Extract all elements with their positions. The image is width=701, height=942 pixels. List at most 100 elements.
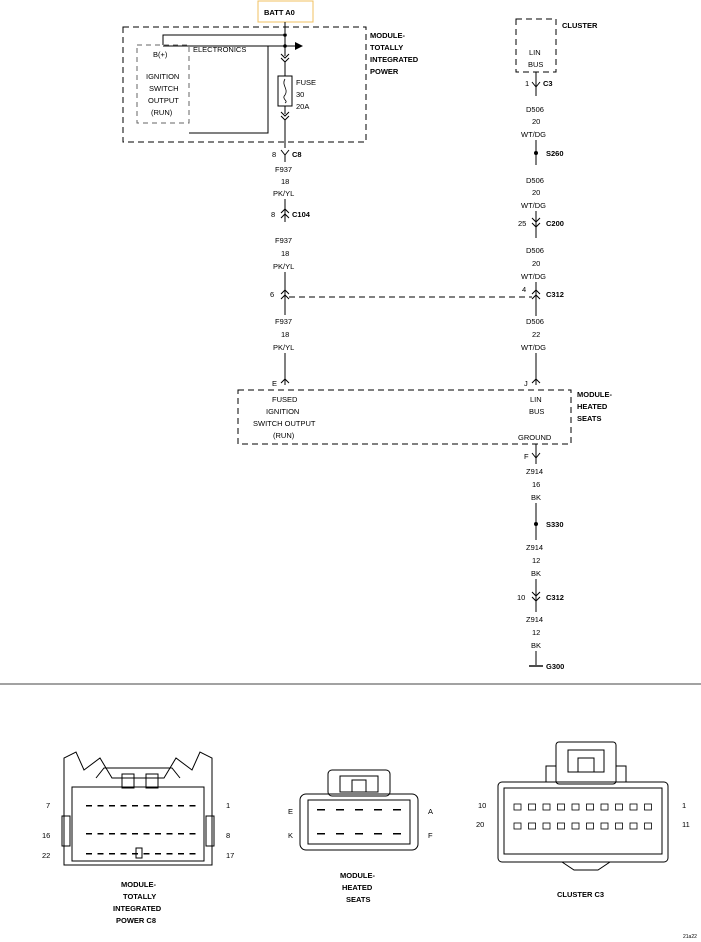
hs-view-label-3: SEATS	[346, 895, 370, 904]
pin-cavity	[132, 805, 138, 807]
f-pin-connector-icon	[531, 452, 541, 459]
pin-cavity	[155, 833, 161, 835]
b-plus-label: B(+)	[153, 50, 168, 59]
pin-cavity	[586, 803, 594, 811]
cl-pin-11: 11	[682, 820, 690, 829]
d506-seg1-1: D506	[526, 105, 544, 114]
s260-label: S260	[546, 149, 564, 158]
pin-cavity	[317, 833, 325, 835]
cluster-lin-2: BUS	[528, 60, 543, 69]
heated-name-3: SEATS	[577, 414, 601, 423]
tip-c8-connector-view	[61, 751, 215, 866]
pin-cavity	[86, 805, 92, 807]
c104-label: C104	[292, 210, 311, 219]
pin-cavity	[166, 833, 173, 835]
pin-cavity	[317, 809, 325, 811]
pin-cavity	[86, 833, 92, 835]
heated-lin-1: LIN	[530, 395, 542, 404]
output-arrow-icon	[295, 42, 303, 50]
cluster-c3-connector-view	[497, 741, 669, 871]
pin-cavity	[513, 822, 522, 830]
c312-left-connector-icon	[280, 289, 290, 295]
pin-cavity	[393, 833, 401, 835]
tip-name-4: POWER	[370, 67, 399, 76]
heated-seats-connector-view	[299, 769, 419, 851]
pin-cavity	[557, 803, 565, 811]
pin-cavity	[178, 853, 184, 855]
pin-cavity	[644, 822, 652, 830]
pin-cavity	[155, 805, 161, 807]
c312-ground-pin: 10	[517, 593, 525, 602]
cl-pin-10: 10	[478, 801, 486, 810]
pin-cavity	[97, 805, 104, 807]
f-pin: F	[524, 452, 529, 461]
d506-seg2-2: 20	[532, 188, 540, 197]
c200-connector-icon	[531, 217, 541, 223]
pin-cavity	[86, 853, 92, 855]
pin-cavity	[155, 853, 161, 855]
fused-4: (RUN)	[273, 431, 295, 440]
pin-cavity	[178, 805, 184, 807]
pin-cavity	[143, 805, 150, 807]
z914-seg3-2: 12	[532, 628, 540, 637]
tip-view-label-2: TOTALLY	[123, 892, 156, 901]
hs-view-pin-a: A	[428, 807, 433, 816]
z914-seg2-3: BK	[531, 569, 541, 578]
heated-seats-outline	[237, 389, 572, 445]
c312-left-pin: 6	[270, 290, 274, 299]
pin-cavity	[542, 803, 551, 811]
c312-ground-label: C312	[546, 593, 564, 602]
hs-view-pin-e: E	[288, 807, 293, 816]
pin-cavity	[120, 805, 127, 807]
pin-cavity	[600, 803, 609, 811]
pin-cavity	[528, 803, 536, 811]
c3-label: C3	[543, 79, 553, 88]
ign-label-3: OUTPUT	[148, 96, 179, 105]
hs-view-label-2: HEATED	[342, 883, 373, 892]
tip-view-label-1: MODULE-	[121, 880, 156, 889]
pin-cavity	[557, 822, 565, 830]
f937-seg3-2: 18	[281, 330, 289, 339]
tip-pin-7: 7	[46, 801, 50, 810]
z914-seg1-3: BK	[531, 493, 541, 502]
ign-label-2: SWITCH	[149, 84, 179, 93]
pin-cavity	[178, 833, 184, 835]
pin-cavity	[143, 853, 150, 855]
hs-view-pin-k: K	[288, 831, 293, 840]
d506-seg4-1: D506	[526, 317, 544, 326]
batt-label: BATT A0	[264, 8, 295, 17]
fused-1: FUSED	[272, 395, 298, 404]
electronics-box	[136, 44, 190, 124]
c104-pin: 8	[271, 210, 275, 219]
c312-right-label: C312	[546, 290, 564, 299]
fuse-icon	[277, 75, 293, 107]
heated-lin-2: BUS	[529, 407, 544, 416]
heated-name-2: HEATED	[577, 402, 608, 411]
pin-cavity	[571, 822, 580, 830]
heated-ground: GROUND	[518, 433, 552, 442]
pin-cavity	[355, 809, 363, 811]
c312-right-connector-icon	[531, 289, 541, 295]
hs-pin-j: J	[524, 379, 528, 388]
fused-2: IGNITION	[266, 407, 299, 416]
c104-connector-icon	[280, 208, 290, 214]
ign-label-1: IGNITION	[146, 72, 179, 81]
pin-cavity	[513, 803, 522, 811]
tip-module-outline	[122, 26, 367, 143]
cl-pin-20: 20	[476, 820, 484, 829]
c312-ground-connector-icon	[531, 591, 541, 597]
d506-seg4-3: WT/DG	[521, 343, 546, 352]
c8-connector-icon	[280, 149, 290, 156]
electronics-label: ELECTRONICS	[193, 45, 246, 54]
pin-cavity	[528, 822, 536, 830]
heated-name-1: MODULE-	[577, 390, 612, 399]
z914-seg2-1: Z914	[526, 543, 543, 552]
pin-cavity	[97, 853, 104, 855]
pin-cavity	[600, 822, 609, 830]
d506-seg1-2: 20	[532, 117, 540, 126]
d506-seg2-3: WT/DG	[521, 201, 546, 210]
cluster-lin-1: LIN	[529, 48, 541, 57]
tip-view-label-4: POWER C8	[116, 916, 156, 925]
f937-seg1-3: PK/YL	[273, 189, 294, 198]
pin-cavity	[393, 809, 401, 811]
